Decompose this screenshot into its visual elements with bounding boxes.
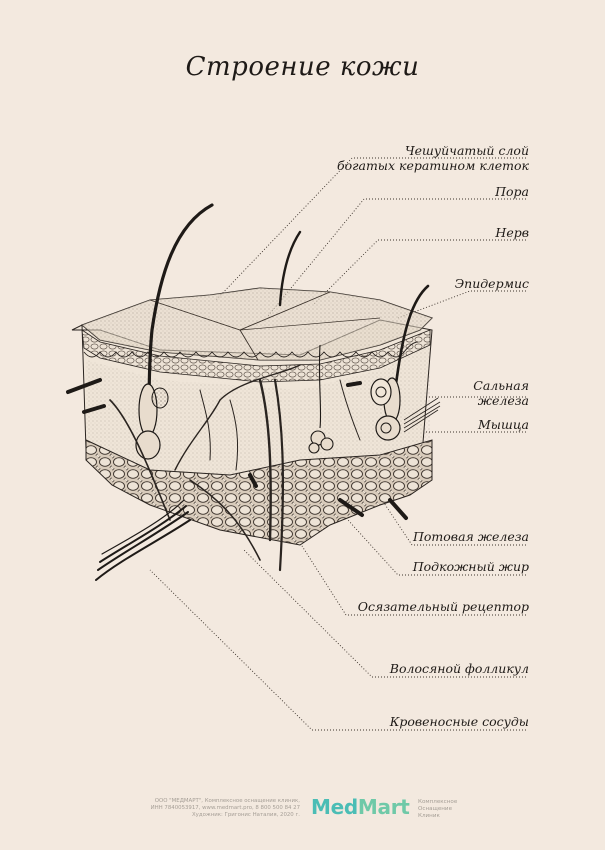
leader-stratum-corneum [215,157,526,301]
label-blood-vessels: Кровеносные сосуды [389,714,529,729]
label-pore: Пора [495,184,529,199]
label-stratum-corneum: Чешуйчатый слой богатых кератином клеток [337,143,529,173]
label-nerve: Нерв [495,225,529,240]
label-hair-follicle: Волосяной фолликул [389,661,529,676]
leader-blood-vessels [149,569,526,731]
hair-middle [278,230,302,307]
leader-nerve [313,239,526,305]
label-touch-receptor: Осязательный рецептор [357,599,529,614]
leader-subcutaneous-fat [347,519,526,576]
medmart-logo: MedMart [311,795,410,819]
label-sweat-gland: Потовая железа [412,529,529,544]
skin-block [71,287,434,546]
label-sebaceous-gland: Сальная железа [473,378,529,408]
label-epidermis: Эпидермис [454,276,529,291]
blood-vessels-bundle [95,499,191,581]
leader-touch-receptor [259,479,526,616]
footer-credits: ООО "МЕДМАРТ", Комплексное оснащение кли… [150,798,300,818]
muscle-fibres [403,397,441,433]
label-muscle: Мышца [478,417,529,432]
logo-tagline: Комплексное Оснащение Клиник [418,799,458,819]
leader-hair-follicle [243,549,526,678]
vessel-ends [66,378,408,520]
vessels [109,364,361,572]
follicles [135,377,401,460]
page-title: Строение кожи [185,52,420,82]
label-subcutaneous-fat: Подкожный жир [412,559,529,574]
sweat-glands [308,344,334,454]
leader-pore [267,198,526,317]
leader-epidermis [397,290,526,319]
